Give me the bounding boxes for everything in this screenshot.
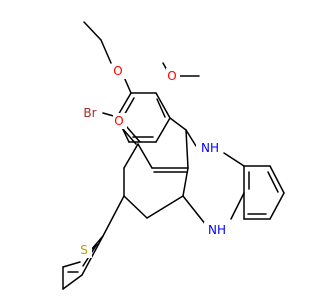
- o-methoxy-bg: [166, 68, 180, 84]
- atom-labels: Br O O O NH NH S: [78, 63, 230, 258]
- br-label-bg: [80, 104, 102, 120]
- ethoxy-oxygen-label: O: [113, 64, 122, 78]
- structure-canvas: Br O O O NH NH S: [62, 21, 285, 290]
- thiophene-sulfur-label: S: [80, 243, 88, 257]
- nh-lower-bg: [204, 222, 230, 238]
- s-thiophene-bg: [78, 242, 92, 258]
- o-ethoxy-bg: [112, 63, 126, 79]
- lower-amine-label: NH: [208, 223, 226, 237]
- bromine-atom-label: Br: [83, 106, 96, 120]
- bond-lines: [62, 21, 285, 290]
- nh-upper-bg: [196, 140, 222, 156]
- o-carbonyl-bg: [113, 113, 127, 129]
- methoxy-oxygen-label: O: [167, 69, 176, 83]
- molecule-diagram: Br O O O NH NH S: [62, 21, 285, 290]
- upper-amine-label: NH: [201, 141, 219, 155]
- carbonyl-oxygen-label: O: [114, 114, 123, 128]
